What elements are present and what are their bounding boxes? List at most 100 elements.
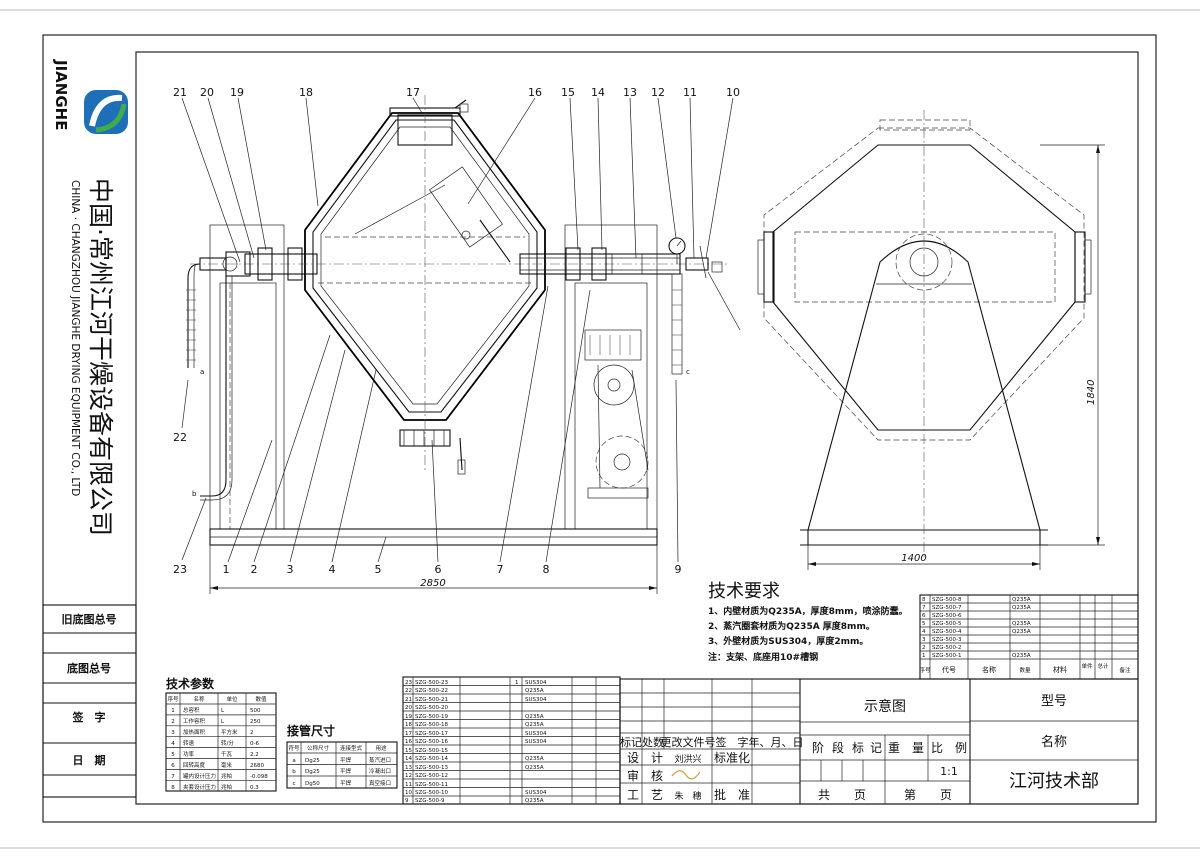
- svg-text:2.2: 2.2: [250, 752, 259, 758]
- svg-text:500: 500: [250, 708, 261, 714]
- drawing-no-label: 底图总号: [67, 661, 111, 675]
- svg-text:设 计: 设 计: [627, 751, 663, 765]
- svg-text:共 页: 共 页: [818, 788, 866, 802]
- svg-text:SZG-500-18: SZG-500-18: [415, 722, 448, 728]
- svg-text:型号: 型号: [1041, 694, 1067, 709]
- svg-text:8: 8: [171, 785, 175, 791]
- callout-2: 2: [251, 563, 258, 576]
- svg-text:冷凝出口: 冷凝出口: [369, 767, 391, 775]
- svg-text:名称: 名称: [1041, 734, 1067, 750]
- svg-text:8: 8: [922, 597, 926, 603]
- tech-param-row: 4 转速 转/分 0-6: [171, 739, 259, 747]
- svg-text:朱 穗: 朱 穗: [674, 790, 701, 802]
- svg-text:Q235A: Q235A: [525, 722, 544, 728]
- callout-18: 18: [299, 86, 313, 99]
- svg-text:平方米: 平方米: [221, 728, 238, 736]
- svg-text:用途: 用途: [375, 744, 387, 752]
- svg-text:15: 15: [405, 748, 412, 754]
- bom-row: 2 SZG-500-2: [922, 645, 962, 651]
- svg-text:平焊: 平焊: [340, 779, 352, 787]
- svg-text:工 艺: 工 艺: [627, 788, 663, 802]
- callout-23: 23: [173, 563, 187, 576]
- svg-text:1: 1: [171, 708, 175, 714]
- svg-text:Q235A: Q235A: [1012, 653, 1031, 659]
- svg-text:Q235A: Q235A: [525, 688, 544, 694]
- svg-text:3: 3: [922, 637, 926, 643]
- part-callouts: 21 20 19 18 17 16 15 14 13 12 11 10 22 2…: [173, 86, 740, 576]
- svg-text:连接型式: 连接型式: [340, 744, 363, 752]
- svg-text:Q235A: Q235A: [525, 756, 544, 762]
- svg-text:7: 7: [922, 605, 926, 611]
- company-logo: [84, 90, 128, 134]
- outer-frame: [42, 34, 1157, 823]
- svg-text:阶: 阶: [812, 741, 824, 755]
- svg-text:b: b: [292, 769, 296, 775]
- svg-text:2: 2: [171, 719, 175, 725]
- svg-text:更改文件号: 更改文件号: [661, 735, 716, 749]
- nozzle-title: 接管尺寸: [287, 723, 335, 738]
- svg-text:SZG-500-13: SZG-500-13: [415, 765, 448, 771]
- svg-text:12: 12: [405, 773, 412, 779]
- reviewer-signature: [671, 770, 701, 780]
- scale-value: 1:1: [940, 765, 958, 778]
- svg-text:5: 5: [171, 752, 175, 758]
- svg-text:SZG-500-12: SZG-500-12: [415, 773, 448, 779]
- dim-total-length: 2850: [420, 578, 445, 589]
- svg-text:SZG-500-11: SZG-500-11: [415, 782, 448, 788]
- svg-text:2: 2: [922, 645, 926, 651]
- svg-text:SZG-500-22: SZG-500-22: [415, 688, 448, 694]
- vacuum-pipe: [671, 273, 683, 375]
- svg-text:SZG-500-21: SZG-500-21: [415, 697, 448, 703]
- svg-text:夹套设计压力: 夹套设计压力: [183, 783, 216, 791]
- callout-20: 20: [200, 86, 214, 99]
- callout-15: 15: [561, 86, 575, 99]
- tech-req-3: 3、外壁材质为SUS304，厚度2mm。: [708, 635, 868, 647]
- svg-text:备注: 备注: [1119, 666, 1131, 674]
- svg-text:SZG-500-6: SZG-500-6: [932, 613, 962, 619]
- svg-text:Q235A: Q235A: [1012, 629, 1031, 635]
- svg-text:6: 6: [171, 763, 175, 769]
- svg-text:处数: 处数: [642, 736, 664, 749]
- side-vessel-outline: [772, 144, 1076, 431]
- callout-14: 14: [591, 86, 605, 99]
- svg-text:0.3: 0.3: [250, 785, 259, 791]
- svg-text:SZG-500-7: SZG-500-7: [932, 605, 962, 611]
- svg-text:平焊: 平焊: [340, 767, 352, 775]
- front-view: a b c 2850: [186, 95, 741, 594]
- vessel-outer-shell: [304, 112, 546, 421]
- svg-text:平焊: 平焊: [340, 756, 352, 764]
- svg-text:Q235A: Q235A: [525, 765, 544, 771]
- svg-text:刘洪兴: 刘洪兴: [674, 753, 701, 765]
- svg-text:功率: 功率: [183, 750, 195, 758]
- svg-text:签 字: 签 字: [716, 735, 749, 749]
- svg-text:SUS304: SUS304: [525, 697, 547, 703]
- svg-text:5: 5: [922, 621, 926, 627]
- callout-8: 8: [543, 563, 550, 576]
- svg-text:总容积: 总容积: [183, 706, 200, 714]
- svg-text:比 例: 比 例: [931, 741, 967, 755]
- side-view: 1400 1840: [757, 110, 1105, 570]
- company-strip: JIANGHE 中国·常州江河干燥设备有限公司 CHINA · CHANGZHO…: [42, 59, 137, 798]
- svg-text:23: 23: [405, 680, 412, 686]
- svg-text:段: 段: [832, 740, 844, 755]
- svg-text:SZG-500-2: SZG-500-2: [932, 645, 962, 651]
- steam-inlet-pipe: [187, 263, 201, 368]
- svg-text:Q235A: Q235A: [1012, 605, 1031, 611]
- callout-11: 11: [683, 86, 697, 99]
- svg-text:Q235A: Q235A: [1012, 621, 1031, 627]
- condensate-pipe: [200, 276, 227, 497]
- svg-text:4: 4: [922, 629, 926, 635]
